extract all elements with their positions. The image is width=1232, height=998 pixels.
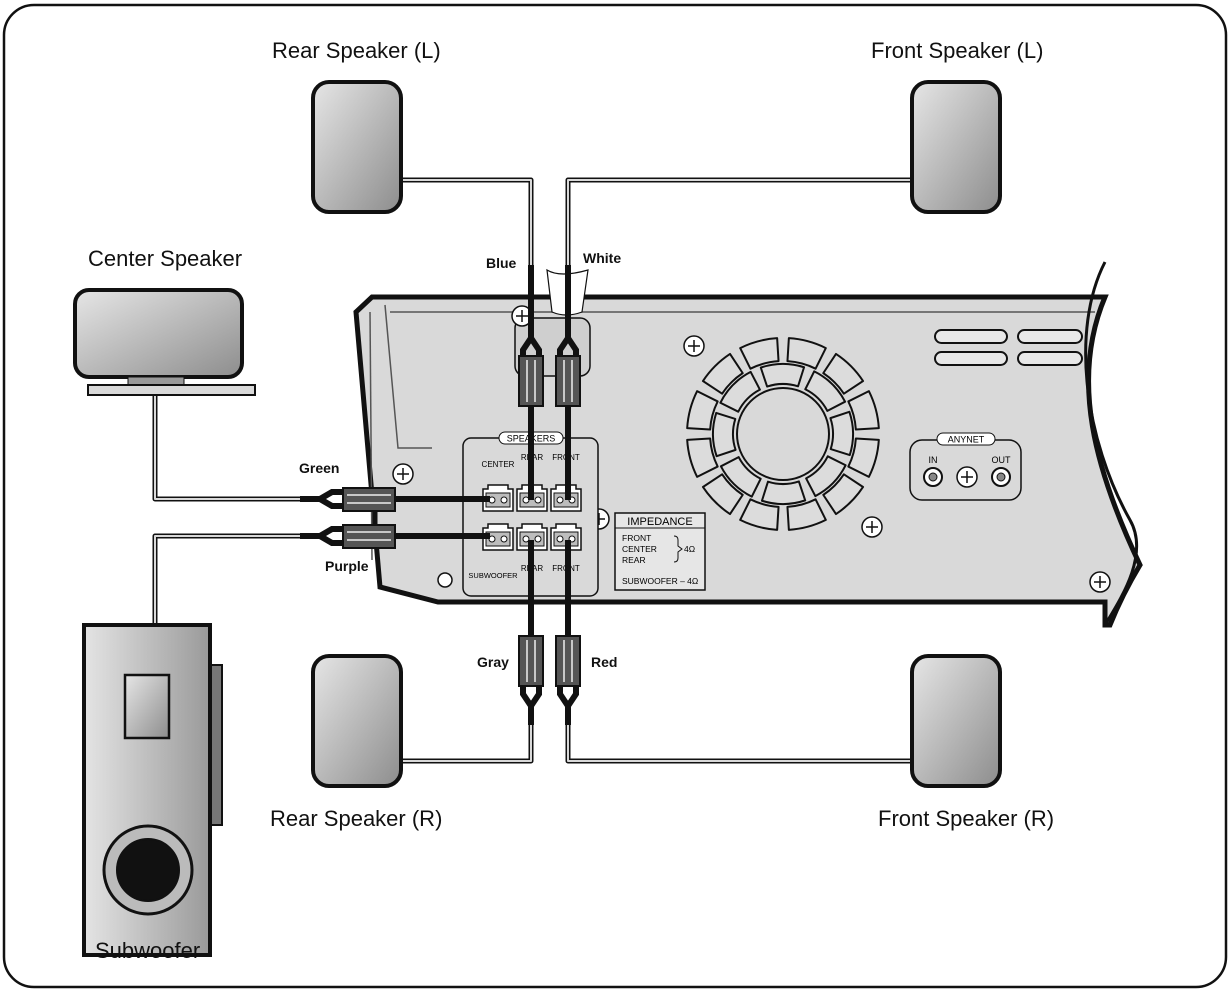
impedance-subwoofer: SUBWOOFER – 4Ω [622, 576, 698, 586]
terminal-pin [534, 535, 542, 543]
fan-grille [686, 337, 880, 531]
front-left-speaker [910, 80, 1002, 214]
screw-icon [683, 335, 705, 357]
cable-rear-left [518, 265, 544, 500]
fan-slot [719, 456, 762, 498]
fan-slot [829, 410, 854, 457]
fan-slot [739, 498, 780, 531]
fan-slot [786, 498, 827, 531]
subwoofer-port [123, 673, 171, 740]
panel-hole [437, 572, 453, 588]
fan-slot [804, 370, 847, 412]
fan-slot [686, 390, 719, 431]
fan-slot [739, 337, 780, 370]
fan-slot [822, 473, 865, 516]
fan-slot [847, 390, 880, 431]
impedance-center: CENTER [622, 544, 657, 554]
anynet-out-label: OUT [992, 455, 1012, 465]
impedance-rear: REAR [622, 555, 646, 565]
fan-slot [847, 437, 880, 478]
cable-front-right [555, 540, 581, 725]
fan-slot [786, 337, 827, 370]
fan-slot [701, 352, 744, 395]
cable-subwoofer [300, 512, 490, 549]
cable-front-left [555, 265, 581, 500]
cable-center [300, 487, 490, 512]
subwoofer-speaker [82, 623, 223, 957]
fan-slot [759, 363, 806, 388]
fan-slot [701, 473, 744, 516]
screw-icon [861, 516, 883, 538]
anynet-in-label: IN [929, 455, 938, 465]
center-speaker-label: Center Speaker [88, 246, 243, 271]
center-speaker [73, 288, 256, 396]
screw-icon [392, 463, 414, 485]
impedance-value: 4Ω [684, 544, 695, 554]
rear-right-speaker [311, 654, 403, 788]
terminal-pin [522, 535, 530, 543]
white-wire-label: White [583, 250, 622, 266]
rear-left-speaker [311, 80, 403, 214]
blue-wire-label: Blue [486, 255, 517, 271]
front-right-speaker [910, 654, 1002, 788]
terminal-pin [534, 496, 542, 504]
fan-slot [822, 352, 865, 395]
front-left-speaker-label: Front Speaker (L) [871, 38, 1044, 63]
screw-icon [1089, 571, 1111, 593]
gray-wire-label: Gray [477, 654, 509, 670]
speaker-wires [152, 177, 913, 764]
purple-wire-label: Purple [325, 558, 369, 574]
impedance-title: IMPEDANCE [627, 516, 692, 528]
vent-slots [934, 329, 1083, 366]
terminal-label-subwoofer: SUBWOOFER [468, 571, 518, 580]
fan-slot [805, 455, 847, 498]
terminal-pin [556, 535, 564, 543]
fan-slot [719, 370, 761, 413]
terminal-pin [500, 535, 508, 543]
cable-rear-right [518, 540, 544, 725]
red-wire-label: Red [591, 654, 618, 670]
fan-slot [686, 437, 719, 478]
terminal-label-center: CENTER [482, 460, 515, 469]
green-wire-label: Green [299, 460, 340, 476]
anynet-panel: ANYNET IN OUT [909, 432, 1022, 501]
anynet-title: ANYNET [948, 435, 985, 445]
impedance-box: IMPEDANCE FRONT CENTER REAR 4Ω SUBWOOFER… [614, 512, 706, 591]
fan-slot [760, 480, 807, 505]
terminal-pin [500, 496, 508, 504]
terminal-pin [556, 496, 564, 504]
impedance-front: FRONT [622, 533, 651, 543]
rear-left-speaker-label: Rear Speaker (L) [272, 38, 441, 63]
front-right-speaker-label: Front Speaker (R) [878, 806, 1055, 831]
fan-slot [712, 411, 737, 458]
rear-right-speaker-label: Rear Speaker (R) [270, 806, 443, 831]
subwoofer-label: Subwoofer [95, 938, 201, 963]
